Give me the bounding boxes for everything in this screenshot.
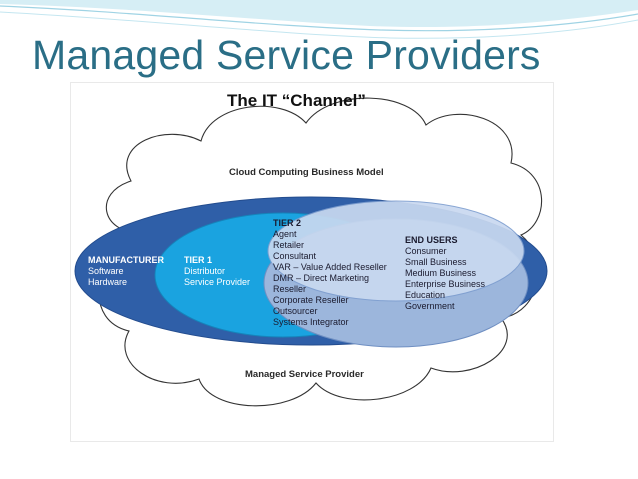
end-users-item: Government xyxy=(405,301,455,311)
manufacturer-item: Hardware xyxy=(88,277,128,287)
tier1-item: Service Provider xyxy=(184,277,251,287)
cloud-caption-top: Cloud Computing Business Model xyxy=(229,167,384,178)
end-users-title: END USERS xyxy=(405,235,458,245)
tier2-item: Consultant xyxy=(273,251,317,261)
end-users-item: Small Business xyxy=(405,257,467,267)
end-users-item: Consumer xyxy=(405,246,447,256)
tier2-item: Outsourcer xyxy=(273,306,318,316)
tier2-item: DMR – Direct Marketing xyxy=(273,273,370,283)
tier2-item: Systems Integrator xyxy=(273,317,349,327)
manufacturer-item: Software xyxy=(88,266,124,276)
tier2-group: TIER 2 Agent Retailer Consultant VAR – V… xyxy=(273,218,387,328)
tier1-item: Distributor xyxy=(184,266,226,276)
diagram-heading: The IT “Channel” xyxy=(227,91,366,110)
manufacturer-group: MANUFACTURER Software Hardware xyxy=(88,255,164,288)
tier2-item: VAR – Value Added Reseller xyxy=(273,262,387,272)
manufacturer-title: MANUFACTURER xyxy=(88,255,164,265)
header-wave-decoration xyxy=(0,0,638,39)
tier1-group: TIER 1 Distributor Service Provider xyxy=(184,255,250,288)
tier1-title: TIER 1 xyxy=(184,255,213,265)
end-users-item: Enterprise Business xyxy=(405,279,486,289)
diagram-graphic xyxy=(74,97,548,407)
it-channel-diagram: The IT “Channel” Cloud Computing Busines… xyxy=(70,82,554,442)
cloud-caption-bottom: Managed Service Provider xyxy=(245,369,364,380)
tier2-item: Agent xyxy=(273,229,297,239)
tier2-item: Retailer xyxy=(273,240,305,250)
end-users-item: Education xyxy=(405,290,446,300)
tier2-title: TIER 2 xyxy=(273,218,302,228)
end-users-item: Medium Business xyxy=(405,268,477,278)
slide-title: Managed Service Providers xyxy=(32,32,541,78)
tier2-item: Corporate Reseller xyxy=(273,295,349,305)
end-users-group: END USERS Consumer Small Business Medium… xyxy=(405,235,485,312)
tier2-item: Reseller xyxy=(273,284,307,294)
end-users-ellipse xyxy=(267,200,525,302)
